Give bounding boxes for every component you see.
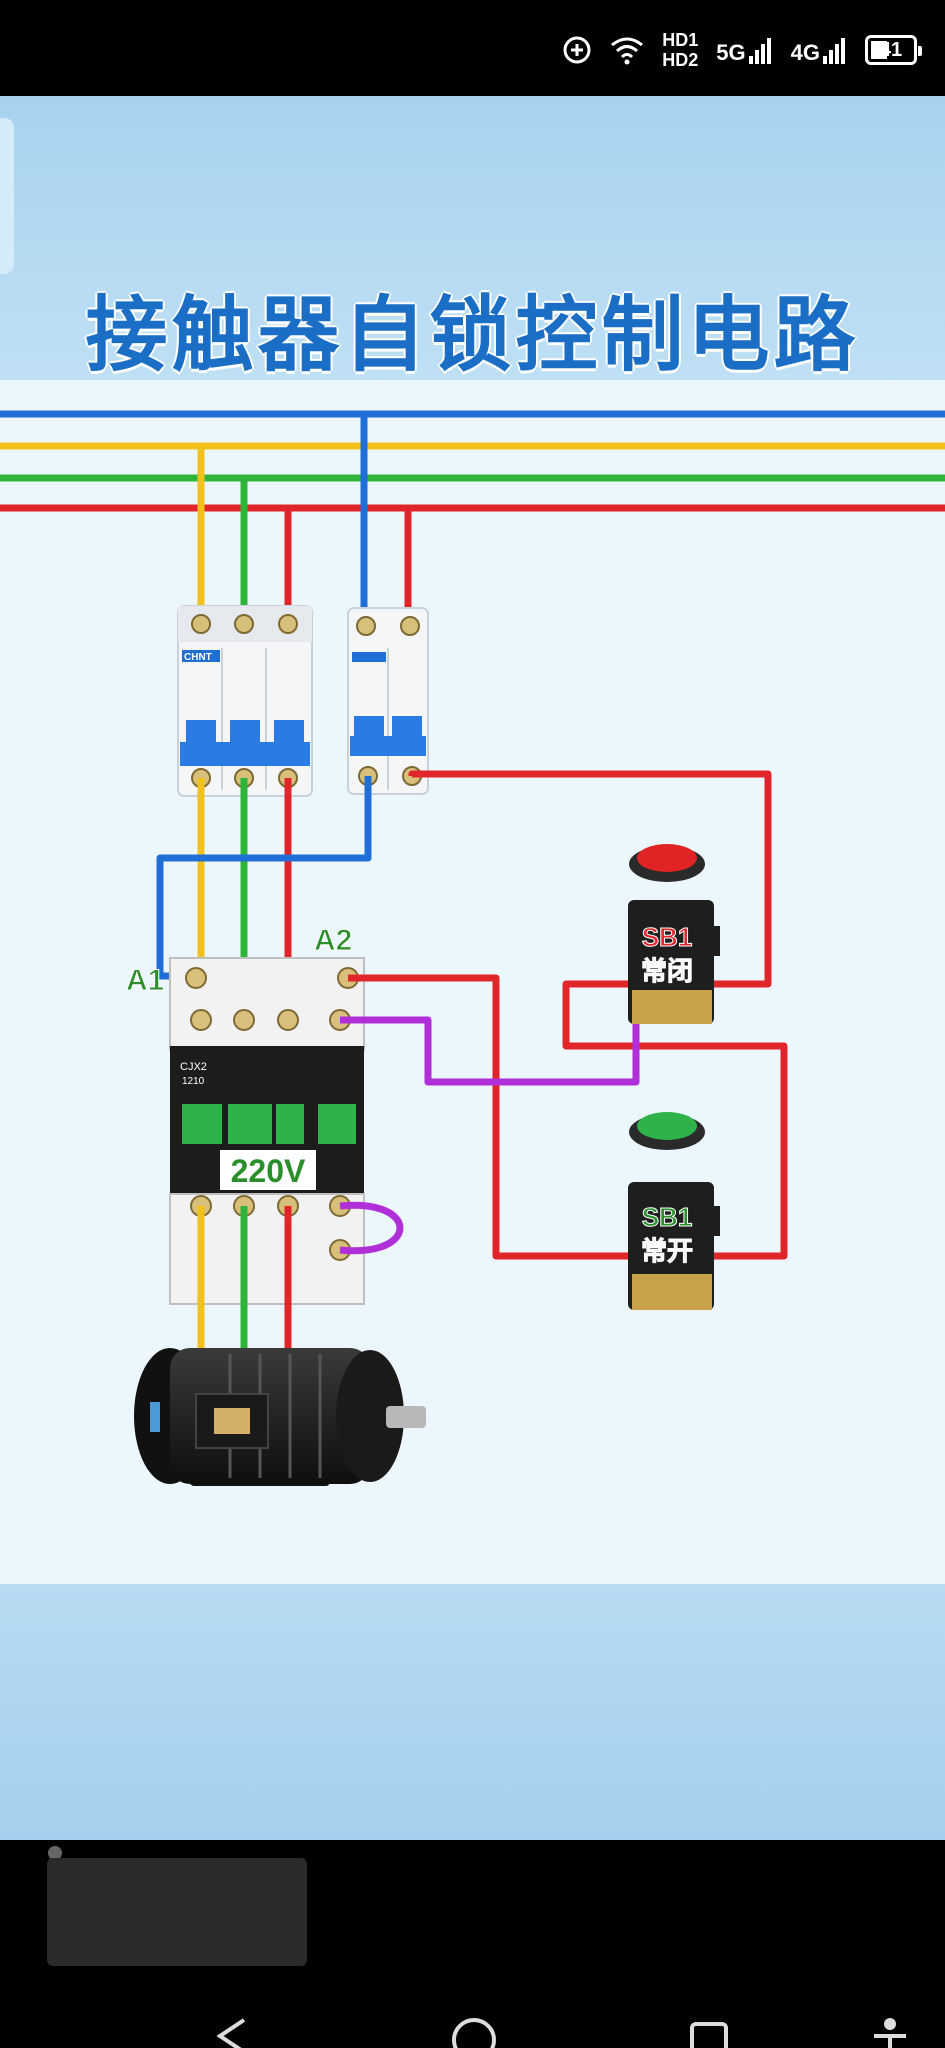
sb1-stop-button: SB1 常闭 <box>628 844 720 1024</box>
wire-purple <box>340 1008 640 1086</box>
contactor: CJX2 1210 <box>169 957 365 1305</box>
page-indicator-dot <box>48 1846 62 1860</box>
status-icons: HD1 HD2 5G 4G 41 <box>562 22 922 78</box>
home-icon[interactable] <box>450 2016 498 2048</box>
sb1-stop-type: 常闭 <box>641 956 693 986</box>
contactor-sub: 1210 <box>182 1076 205 1087</box>
voltage-label-bg <box>220 1150 316 1190</box>
4g-label: 4G <box>790 40 820 65</box>
title-band: 接触器自锁控制电路 <box>0 96 945 383</box>
wire-purple-loop <box>339 1201 404 1255</box>
terminal-a2-label: A2 <box>314 924 352 957</box>
hd1-label: HD1 <box>662 30 699 50</box>
voltage-label: 220V <box>231 1153 306 1189</box>
diagram-panel: CHNT <box>0 380 945 1584</box>
poster-image: 接触器自锁控制电路 <box>0 96 945 1840</box>
sb1-stop-id: SB1 <box>642 922 693 952</box>
recents-icon[interactable] <box>688 2020 732 2048</box>
bottom-band <box>0 1584 945 1840</box>
sb1-start-id: SB1 <box>642 1202 693 1232</box>
breaker-brand: CHNT <box>184 652 212 663</box>
5g-label: 5G <box>716 40 746 65</box>
signal-bars-icon <box>748 38 771 64</box>
hd2-label: HD2 <box>662 50 699 70</box>
battery-fill <box>871 41 888 59</box>
accessibility-icon[interactable] <box>870 2016 910 2048</box>
signal-bars-icon <box>823 38 845 64</box>
signal-4g: 4G <box>791 36 847 64</box>
wire-red-a2 <box>348 974 628 1260</box>
two-pole-breaker <box>347 607 429 795</box>
wifi-icon <box>611 37 644 65</box>
bottom-bar <box>0 1840 945 2048</box>
contactor-model: CJX2 <box>180 1061 207 1073</box>
status-bar: HD1 HD2 5G 4G 41 <box>0 0 945 96</box>
hd-indicator: HD1 HD2 <box>662 31 698 69</box>
side-tab[interactable] <box>0 118 14 274</box>
wire-red-control <box>408 770 772 988</box>
three-pole-breaker: CHNT <box>177 605 313 797</box>
data-saver-icon <box>563 36 591 64</box>
wire-red-loop <box>562 980 788 1260</box>
sb1-start-button: SB1 常开 <box>628 1112 720 1310</box>
motor <box>134 1348 426 1486</box>
poster-title: 接触器自锁控制电路 <box>85 288 860 383</box>
battery-level: 41 <box>879 39 903 61</box>
wiring-diagram: CHNT <box>0 410 945 1486</box>
battery-icon: 41 <box>865 35 922 65</box>
back-icon[interactable] <box>210 2016 254 2048</box>
terminal-a1-label: A1 <box>126 964 164 997</box>
signal-5g: 5G <box>716 36 772 64</box>
sb1-start-type: 常开 <box>641 1236 693 1266</box>
thumbnail-preview[interactable] <box>47 1858 307 1966</box>
